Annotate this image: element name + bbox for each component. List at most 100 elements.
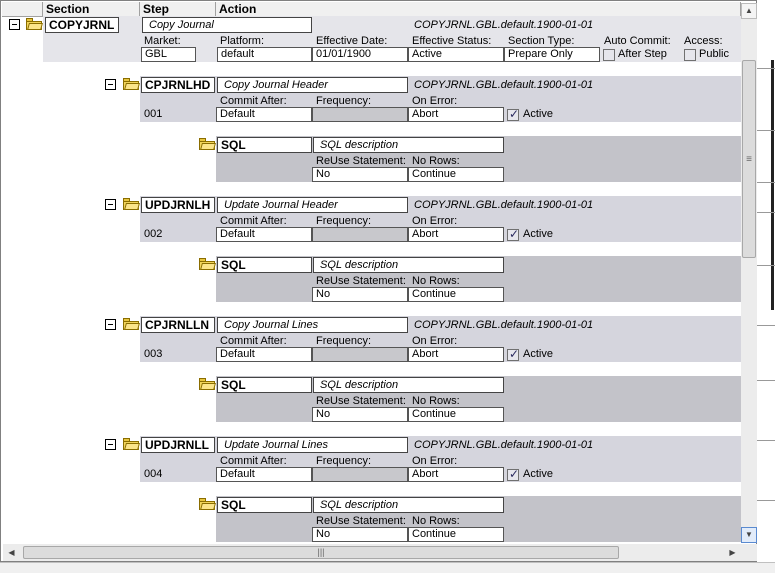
frequency-label: Frequency: bbox=[316, 455, 372, 467]
on-error-field[interactable]: Abort bbox=[408, 467, 504, 482]
effective-date-label: Effective Date: bbox=[316, 35, 388, 47]
scroll-right-arrow-icon[interactable]: ▶ bbox=[729, 548, 736, 557]
no-rows-field[interactable]: Continue bbox=[408, 287, 504, 302]
commit-after-field[interactable]: Default bbox=[216, 347, 312, 362]
step-name[interactable]: CPJRNLLN bbox=[141, 317, 215, 333]
no-rows-label: No Rows: bbox=[412, 515, 460, 527]
no-rows-label: No Rows: bbox=[412, 155, 460, 167]
horizontal-scroll-thumb[interactable]: ||| bbox=[23, 546, 619, 559]
action-description[interactable]: SQL description bbox=[313, 257, 504, 273]
section-name[interactable]: COPYJRNL bbox=[45, 17, 119, 33]
collapse-step-icon[interactable] bbox=[105, 439, 116, 450]
column-header-blank bbox=[2, 2, 43, 17]
reuse-statement-label: ReUse Statement: bbox=[316, 275, 406, 287]
step-name[interactable]: CPJRNLHD bbox=[141, 77, 215, 93]
reuse-statement-label: ReUse Statement: bbox=[316, 395, 406, 407]
action-folder-icon[interactable] bbox=[199, 498, 216, 510]
on-error-field[interactable]: Abort bbox=[408, 227, 504, 242]
step-name[interactable]: UPDJRNLL bbox=[141, 437, 215, 453]
vertical-scrollbar[interactable]: ▲ ≡ ▼ bbox=[741, 3, 757, 543]
public-label: Public bbox=[699, 48, 729, 60]
reuse-statement-field[interactable]: No bbox=[312, 287, 408, 302]
step-active-checkbox[interactable] bbox=[507, 467, 519, 481]
market-field[interactable]: GBL bbox=[141, 47, 196, 62]
collapse-step-icon[interactable] bbox=[105, 79, 116, 90]
action-description[interactable]: SQL description bbox=[313, 137, 504, 153]
public-checkbox[interactable] bbox=[684, 49, 696, 61]
commit-after-label: Commit After: bbox=[220, 455, 287, 467]
step-folder-icon[interactable] bbox=[123, 438, 140, 450]
vertical-scroll-thumb[interactable]: ≡ bbox=[742, 60, 756, 258]
frequency-field[interactable] bbox=[312, 227, 408, 242]
step-folder-icon[interactable] bbox=[123, 318, 140, 330]
section-type-field[interactable]: Prepare Only bbox=[504, 47, 600, 62]
no-rows-field[interactable]: Continue bbox=[408, 527, 504, 542]
no-rows-field[interactable]: Continue bbox=[408, 167, 504, 182]
collapse-section-icon[interactable] bbox=[9, 19, 20, 30]
column-header-step[interactable]: Step bbox=[140, 2, 216, 17]
commit-after-field[interactable]: Default bbox=[216, 107, 312, 122]
scroll-left-arrow-icon[interactable]: ◀ bbox=[8, 548, 15, 557]
adjacent-window-edge bbox=[757, 0, 775, 573]
action-folder-icon[interactable] bbox=[199, 258, 216, 270]
step-active-checkbox[interactable] bbox=[507, 107, 519, 121]
step-owner: COPYJRNL.GBL.default.1900-01-01 bbox=[414, 79, 594, 91]
after-step-label: After Step bbox=[618, 48, 667, 60]
action-description[interactable]: SQL description bbox=[313, 377, 504, 393]
step-folder-icon[interactable] bbox=[123, 198, 140, 210]
section-folder-icon[interactable] bbox=[26, 18, 43, 30]
step-active-label: Active bbox=[523, 108, 553, 120]
on-error-label: On Error: bbox=[412, 455, 458, 467]
step-number: 004 bbox=[144, 468, 163, 480]
on-error-label: On Error: bbox=[412, 335, 458, 347]
action-folder-icon[interactable] bbox=[199, 138, 216, 150]
step-description[interactable]: Update Journal Header bbox=[217, 197, 408, 213]
reuse-statement-field[interactable]: No bbox=[312, 167, 408, 182]
collapse-step-icon[interactable] bbox=[105, 319, 116, 330]
commit-after-field[interactable]: Default bbox=[216, 227, 312, 242]
action-name[interactable]: SQL bbox=[217, 497, 312, 513]
step-number: 003 bbox=[144, 348, 163, 360]
frequency-label: Frequency: bbox=[316, 335, 372, 347]
scroll-up-arrow-icon[interactable]: ▲ bbox=[741, 3, 757, 19]
step-active-checkbox[interactable] bbox=[507, 347, 519, 361]
action-folder-icon[interactable] bbox=[199, 378, 216, 390]
step-number: 001 bbox=[144, 108, 163, 120]
reuse-statement-field[interactable]: No bbox=[312, 527, 408, 542]
section-description[interactable]: Copy Journal bbox=[142, 17, 312, 33]
step-active-checkbox[interactable] bbox=[507, 227, 519, 241]
no-rows-label: No Rows: bbox=[412, 395, 460, 407]
step-description[interactable]: Copy Journal Lines bbox=[217, 317, 408, 333]
step-description[interactable]: Copy Journal Header bbox=[217, 77, 408, 93]
commit-after-label: Commit After: bbox=[220, 335, 287, 347]
reuse-statement-field[interactable]: No bbox=[312, 407, 408, 422]
horizontal-scrollbar[interactable]: ◀ ||| ▶ bbox=[3, 544, 741, 561]
column-header-section[interactable]: Section bbox=[43, 2, 140, 17]
frequency-field[interactable] bbox=[312, 107, 408, 122]
action-description[interactable]: SQL description bbox=[313, 497, 504, 513]
collapse-step-icon[interactable] bbox=[105, 199, 116, 210]
after-step-checkbox[interactable] bbox=[603, 49, 615, 61]
frequency-field[interactable] bbox=[312, 467, 408, 482]
column-header-action[interactable]: Action bbox=[216, 2, 741, 17]
step-folder-icon[interactable] bbox=[123, 78, 140, 90]
scrollbar-corner bbox=[741, 544, 757, 561]
on-error-field[interactable]: Abort bbox=[408, 347, 504, 362]
platform-field[interactable]: default bbox=[217, 47, 312, 62]
on-error-field[interactable]: Abort bbox=[408, 107, 504, 122]
section-type-label: Section Type: bbox=[508, 35, 575, 47]
commit-after-field[interactable]: Default bbox=[216, 467, 312, 482]
effective-status-field[interactable]: Active bbox=[408, 47, 504, 62]
step-owner: COPYJRNL.GBL.default.1900-01-01 bbox=[414, 199, 594, 211]
action-name[interactable]: SQL bbox=[217, 257, 312, 273]
action-name[interactable]: SQL bbox=[217, 137, 312, 153]
step-name[interactable]: UPDJRNLH bbox=[141, 197, 215, 213]
no-rows-field[interactable]: Continue bbox=[408, 407, 504, 422]
scroll-down-arrow-icon[interactable]: ▼ bbox=[741, 527, 757, 543]
program-flow-window: Section Step Action COPYJRNL Copy Journa… bbox=[0, 0, 757, 562]
market-label: Market: bbox=[144, 35, 181, 47]
effective-date-field[interactable]: 01/01/1900 bbox=[312, 47, 408, 62]
action-name[interactable]: SQL bbox=[217, 377, 312, 393]
step-description[interactable]: Update Journal Lines bbox=[217, 437, 408, 453]
frequency-field[interactable] bbox=[312, 347, 408, 362]
